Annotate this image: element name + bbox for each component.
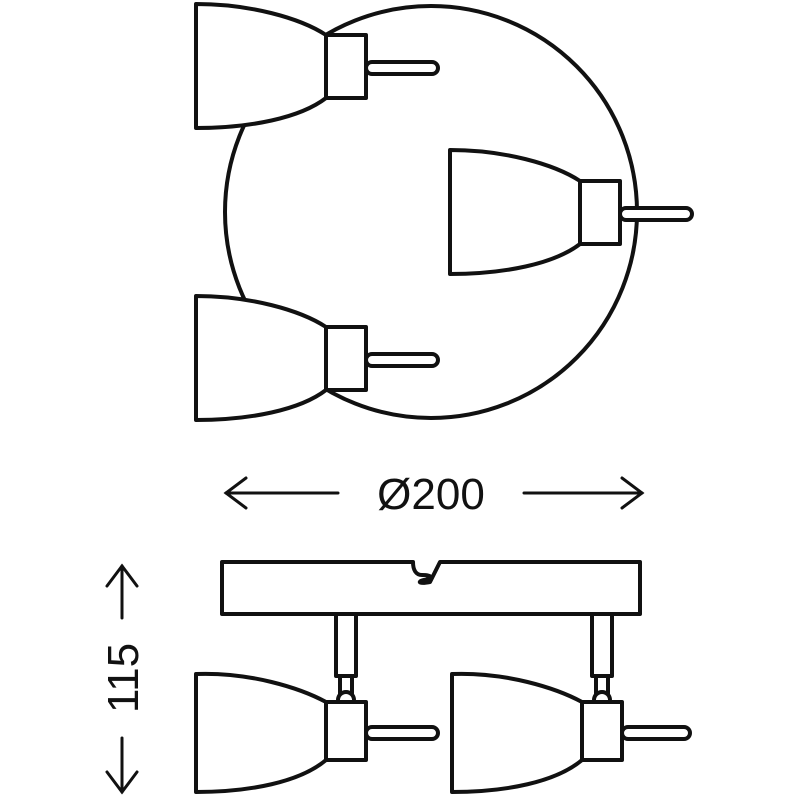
spot-joint bbox=[580, 700, 624, 762]
height-dimension: 115 bbox=[99, 563, 148, 795]
diameter-right-arrowhead bbox=[620, 476, 645, 510]
top-view-spot-3 bbox=[194, 294, 440, 422]
top-view bbox=[194, 2, 694, 422]
spot-joint bbox=[324, 33, 368, 100]
spot-shade bbox=[194, 671, 328, 794]
height-label: 115 bbox=[99, 643, 148, 713]
diameter-label: Ø200 bbox=[377, 470, 485, 519]
spot-shade bbox=[194, 294, 328, 422]
diameter-left-arrowhead bbox=[223, 476, 248, 510]
diameter-dimension: Ø200 bbox=[223, 470, 645, 519]
spot-arm bbox=[364, 352, 440, 368]
spot-stem bbox=[590, 612, 614, 678]
side-view-spot-left bbox=[194, 612, 440, 794]
spot-arm bbox=[364, 725, 440, 741]
top-view-spot-1 bbox=[194, 2, 440, 130]
spot-shade bbox=[448, 148, 582, 276]
spot-joint bbox=[324, 325, 368, 392]
spot-arm bbox=[618, 206, 694, 222]
height-top-arrowhead bbox=[105, 563, 139, 588]
side-view bbox=[194, 560, 692, 794]
height-bottom-arrowhead bbox=[105, 770, 139, 795]
spot-shade bbox=[450, 671, 584, 794]
spot-arm bbox=[620, 725, 692, 741]
spot-stem bbox=[334, 612, 358, 678]
side-view-spot-right bbox=[450, 612, 692, 794]
spot-shade bbox=[194, 2, 328, 130]
top-view-spot-2 bbox=[448, 148, 694, 276]
side-base-plate bbox=[220, 560, 642, 616]
spot-joint bbox=[578, 179, 622, 246]
spot-arm bbox=[364, 60, 440, 76]
spot-joint bbox=[324, 700, 368, 762]
